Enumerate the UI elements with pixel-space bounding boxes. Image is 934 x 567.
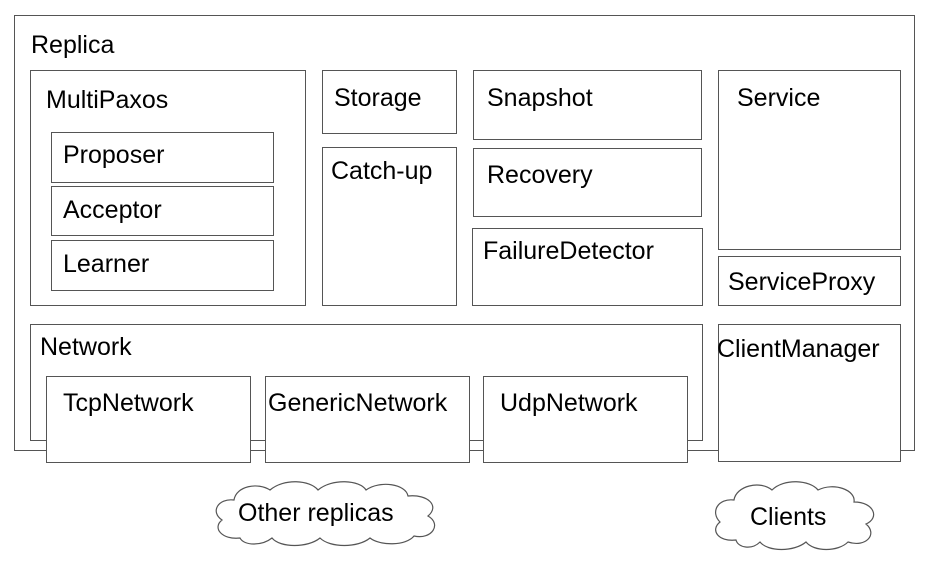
proposer-label: Proposer <box>63 141 165 169</box>
storage-label: Storage <box>334 84 422 112</box>
multipaxos-label: MultiPaxos <box>46 86 169 114</box>
tcp-network-box <box>46 376 251 463</box>
snapshot-label: Snapshot <box>487 84 593 112</box>
recovery-label: Recovery <box>487 161 593 189</box>
service-box <box>718 70 901 250</box>
udp-network-box <box>483 376 688 463</box>
failure-detector-box <box>472 228 703 306</box>
clients-cloud-icon <box>715 481 875 551</box>
storage-box <box>322 70 457 134</box>
learner-label: Learner <box>63 250 150 278</box>
recovery-box <box>473 148 702 217</box>
tcp-network-label: TcpNetwork <box>63 389 194 417</box>
other-replicas-cloud-icon <box>215 481 436 547</box>
generic-network-box <box>265 376 470 463</box>
client-manager-label: ClientManager <box>717 335 880 363</box>
proposer-box <box>51 132 274 183</box>
acceptor-label: Acceptor <box>63 196 162 224</box>
udp-network-label: UdpNetwork <box>500 389 638 417</box>
network-label: Network <box>40 333 132 361</box>
failure-detector-label: FailureDetector <box>483 237 654 265</box>
service-proxy-label: ServiceProxy <box>728 268 876 296</box>
service-label: Service <box>737 84 821 112</box>
generic-network-label: GenericNetwork <box>268 389 448 417</box>
learner-box <box>51 240 274 291</box>
snapshot-box <box>473 70 702 140</box>
client-manager-box <box>718 324 901 462</box>
catchup-label: Catch-up <box>331 157 433 185</box>
replica-label: Replica <box>31 31 115 59</box>
clients-label: Clients <box>750 503 827 531</box>
service-proxy-box <box>718 256 901 306</box>
catchup-box <box>322 147 457 306</box>
other-replicas-label: Other replicas <box>238 499 394 527</box>
acceptor-box <box>51 186 274 236</box>
